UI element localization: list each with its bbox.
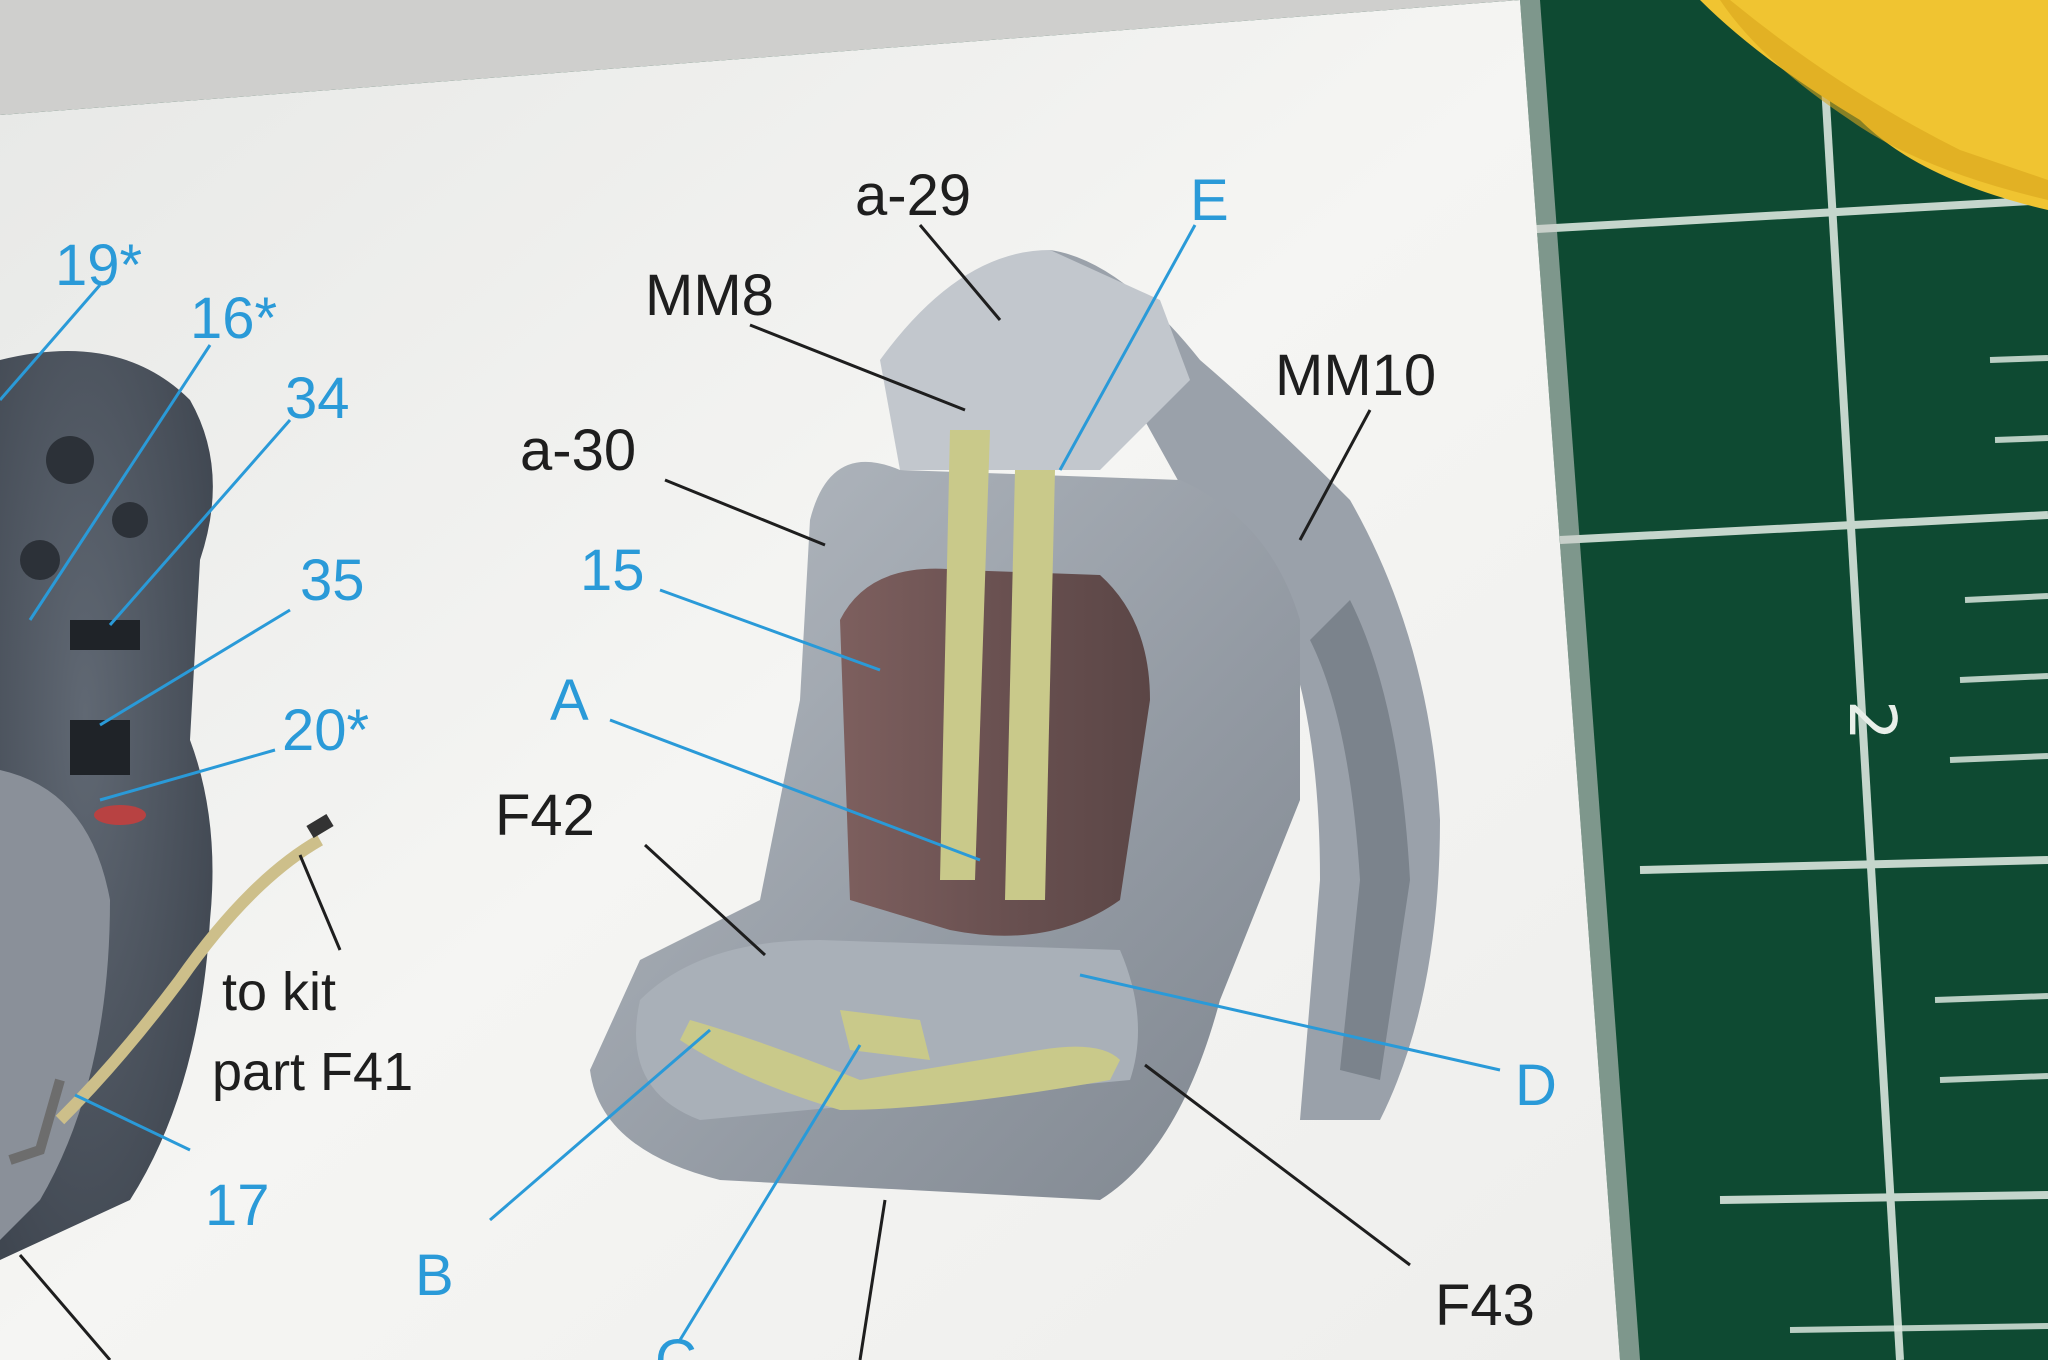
callout-f42: F42 — [495, 783, 595, 848]
blue-callouts: 19* 16* 34 35 20* 15 A E D B 17 C — [55, 168, 1557, 1360]
harness-belts — [680, 430, 1120, 1110]
panel-lamp — [94, 805, 146, 825]
callout-17: 17 — [205, 1173, 270, 1238]
callout-d: D — [1515, 1053, 1557, 1118]
callout-34: 34 — [285, 366, 350, 431]
yellow-pencil — [1700, 0, 2048, 210]
callout-mm8: MM8 — [645, 263, 774, 328]
mat-ruler-number: 2 — [1834, 700, 1908, 741]
cable-part — [8, 813, 334, 1165]
pilot-seat — [590, 250, 1440, 1200]
callout-b: B — [415, 1243, 454, 1308]
instrument-panel — [0, 351, 213, 1260]
callout-16: 16* — [190, 286, 277, 351]
note-line-1: to kit — [222, 962, 336, 1022]
panel-placard — [70, 620, 140, 650]
gauge-icon — [20, 540, 60, 580]
gauge-icon — [112, 502, 148, 538]
callout-20: 20* — [282, 698, 369, 763]
mat-grid-lines — [1519, 0, 2048, 1360]
callout-a: A — [550, 668, 589, 733]
callout-f43: F43 — [1435, 1273, 1535, 1338]
callout-19: 19* — [55, 233, 142, 298]
callout-e: E — [1190, 168, 1229, 233]
callout-mm10: MM10 — [1275, 343, 1436, 408]
callout-c: C — [655, 1328, 697, 1360]
black-callouts: a-29 MM8 a-30 MM10 F42 F43 to kit part F… — [212, 163, 1535, 1338]
callout-a-30: a-30 — [520, 418, 636, 483]
callout-leader-lines — [0, 224, 1501, 1360]
panel-placard — [70, 720, 130, 775]
mat-ruler-ticks — [1789, 355, 2048, 1333]
callout-15: 15 — [580, 538, 645, 603]
callout-a-29: a-29 — [855, 163, 971, 228]
note-line-2: part F41 — [212, 1042, 413, 1102]
callout-35: 35 — [300, 548, 365, 613]
gauge-icon — [46, 436, 94, 484]
